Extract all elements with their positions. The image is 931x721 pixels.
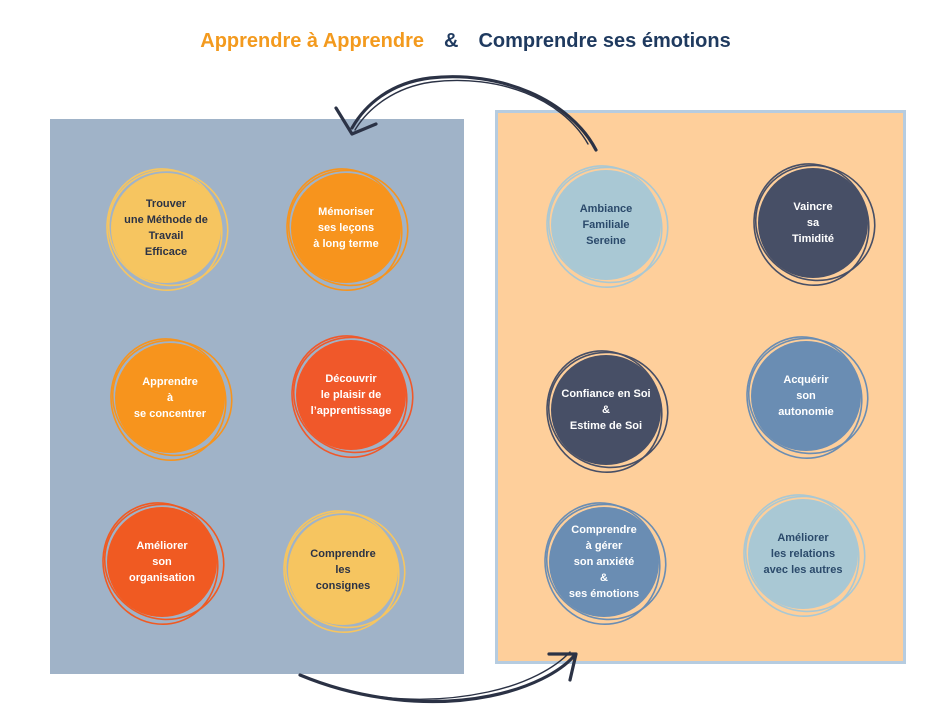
bubble-consignes: Comprendre les consignes: [273, 500, 413, 640]
bubble-ring: [102, 502, 219, 625]
bubble-relations: Améliorer les relations avec les autres: [733, 484, 873, 624]
bubble-label: Découvrir le plaisir de l’apprentissage: [310, 373, 392, 417]
bubble-ring: [747, 337, 869, 455]
bubble-fill: [748, 499, 858, 609]
bubble-ring: [106, 168, 223, 291]
bubble-fill: [751, 341, 861, 451]
bubble-fill: [107, 507, 217, 617]
bubble-ring: [292, 336, 414, 454]
bubble-ring: [753, 163, 870, 286]
top-arrow-stroke-2: [354, 79, 589, 145]
bubble-ring: [545, 503, 667, 621]
bubble-methode-travail: Trouver une Méthode de Travail Efficace: [96, 158, 236, 298]
title-left: Apprendre à Apprendre: [200, 30, 424, 52]
bubble-circle: [106, 168, 229, 291]
bubble-concentrer: Apprendre à se concentrer: [100, 328, 240, 468]
bubble-label: Confiance en Soi & Estime de Soi: [561, 388, 651, 432]
bubble-label: Trouver une Méthode de Travail Efficace: [124, 198, 208, 258]
bubble-fill: [291, 173, 401, 283]
bottom-arrow-head: [547, 652, 578, 682]
bubble-fill: [551, 170, 661, 280]
bubble-ring: [744, 495, 866, 613]
bubble-circle: [102, 502, 225, 625]
bubble-fill: [111, 173, 221, 283]
bubble-confiance: Confiance en Soi & Estime de Soi: [536, 340, 676, 480]
bubble-organisation: Améliorer son organisation: [92, 492, 232, 632]
bubble-ring: [746, 336, 863, 459]
bubble-autonomie: Acquérir son autonomie: [736, 326, 876, 466]
bubble-ambiance: Ambiance Familiale Sereine: [536, 155, 676, 295]
bubble-ring: [286, 168, 403, 291]
bubble-ring: [547, 351, 669, 469]
bubble-fill: [549, 507, 659, 617]
bubble-ring: [111, 339, 233, 457]
bubble-circle: [546, 350, 669, 473]
bubble-ring: [547, 166, 669, 284]
bubble-fill: [288, 515, 398, 625]
bottom-arrow-stroke-2: [311, 651, 571, 700]
bubble-ring: [546, 350, 663, 473]
bubble-memoriser: Mémoriser ses leçons à long terme: [276, 158, 416, 298]
bubble-ring: [283, 510, 400, 633]
bubble-plaisir: Découvrir le plaisir de l’apprentissage: [281, 325, 421, 465]
bubble-circle: [743, 494, 866, 617]
bubble-ring: [754, 164, 876, 282]
bubble-ring: [743, 494, 860, 617]
bubble-circle: [746, 336, 869, 459]
bubble-ring: [546, 165, 663, 288]
page-title: Apprendre à Apprendre&Comprendre ses émo…: [0, 26, 931, 56]
bubble-circle: [544, 502, 667, 625]
bubble-ring: [287, 169, 409, 287]
title-ampersand: &: [444, 30, 459, 52]
top-arrow-stroke: [350, 75, 598, 152]
bubble-circle: [110, 338, 233, 461]
bubble-label: Apprendre à se concentrer: [133, 376, 207, 420]
bubble-ring: [110, 338, 227, 461]
bubble-circle: [283, 510, 406, 633]
bubble-label: Acquérir son autonomie: [778, 374, 834, 418]
bubble-label: Mémoriser ses leçons à long terme: [313, 206, 379, 250]
bubble-label: Améliorer son organisation: [128, 540, 195, 584]
bubble-circle: [753, 163, 876, 286]
bubble-ring: [544, 502, 661, 625]
bubble-circle: [286, 168, 409, 291]
bubble-ring: [107, 169, 229, 287]
bubble-fill: [115, 343, 225, 453]
bubble-label: Comprendre à gérer son anxiété & ses émo…: [568, 524, 640, 600]
bubble-ring: [291, 335, 408, 458]
bubble-label: Ambiance Familiale Sereine: [579, 203, 633, 247]
title-right: Comprendre ses émotions: [478, 30, 731, 52]
bubble-label: Vaincre sa Timidité: [792, 201, 834, 245]
bubble-circle: [291, 335, 414, 458]
bubble-ring: [103, 503, 225, 621]
bubble-fill: [296, 340, 406, 450]
top-arrow-head: [334, 106, 378, 136]
bubble-anxiete: Comprendre à gérer son anxiété & ses émo…: [534, 492, 674, 632]
bubble-timidite: Vaincre sa Timidité: [743, 153, 883, 293]
bubble-label: Comprendre les consignes: [310, 548, 376, 592]
bubble-fill: [758, 168, 868, 278]
bottom-arrow-stroke: [298, 654, 576, 704]
bubble-label: Améliorer les relations avec les autres: [763, 532, 843, 576]
bubble-circle: [546, 165, 669, 288]
bubble-ring: [284, 511, 406, 629]
bubble-fill: [551, 355, 661, 465]
